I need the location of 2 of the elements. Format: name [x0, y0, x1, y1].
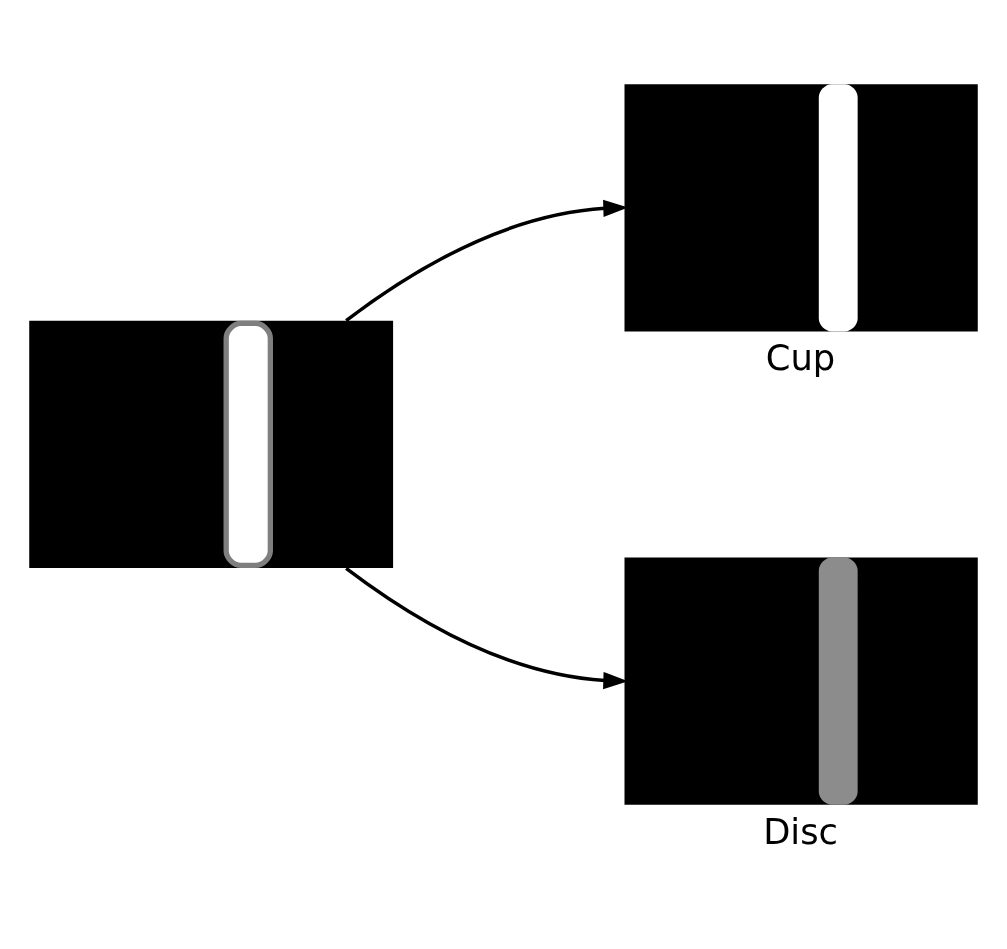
node-label: Cup: [765, 337, 836, 379]
node-label: Disc: [763, 810, 838, 852]
